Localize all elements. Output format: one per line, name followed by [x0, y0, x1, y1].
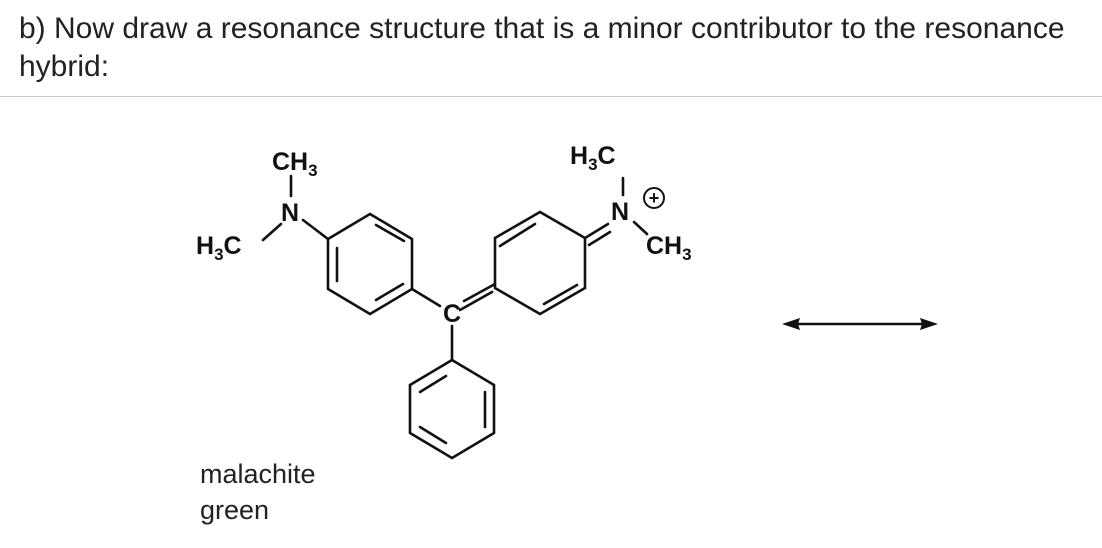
phenyl-ring — [408, 358, 496, 460]
positive-charge-circle — [643, 187, 665, 209]
iminium-nitrogen: N — [611, 198, 629, 226]
bond-n-ch3-right — [632, 220, 649, 236]
double-bond-central-c-to-quinoid — [462, 282, 497, 303]
caption-line-1: malachite — [200, 459, 316, 489]
resonance-arrow — [782, 318, 938, 330]
question-text: b) Now draw a resonance structure that i… — [19, 12, 1065, 83]
left-methyl-left: H3C — [196, 232, 242, 264]
bond-n-to-left-ring — [301, 218, 330, 241]
left-aryl-ring — [326, 212, 414, 316]
left-methyl-top: CH3 — [272, 148, 318, 180]
double-bond-ring-to-iminium-n — [583, 222, 610, 240]
central-carbon: C — [443, 300, 461, 328]
divider — [0, 96, 1102, 97]
left-nitrogen: N — [281, 199, 299, 227]
caption-line-2: green — [200, 495, 269, 525]
right-methyl-right: CH3 — [646, 232, 692, 264]
right-quinoid-ring — [493, 210, 587, 316]
bond-n-ch3-left — [261, 222, 283, 242]
right-methyl-top: H3C — [570, 142, 616, 174]
bond-left-ring-to-central-c — [410, 287, 442, 308]
positive-charge-sign: + — [649, 188, 660, 208]
